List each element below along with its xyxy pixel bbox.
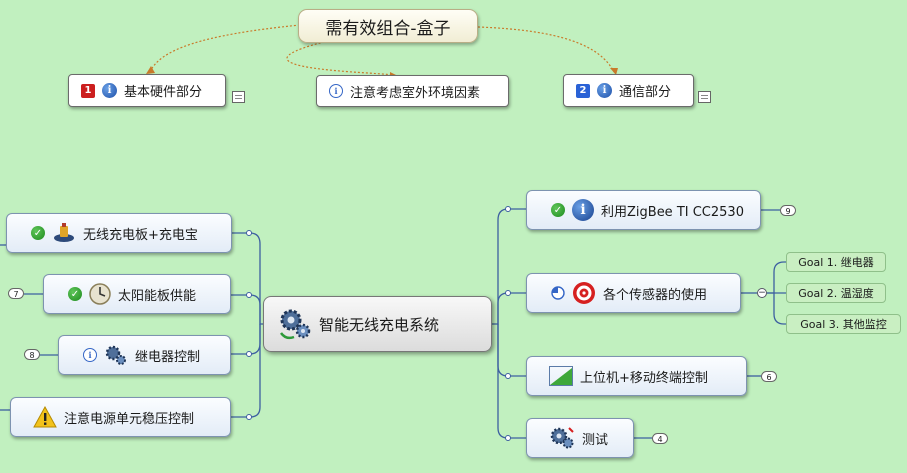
goal-relay[interactable]: Goal 1. 继电器	[786, 252, 886, 272]
topic-testing[interactable]: 测试	[526, 418, 634, 458]
subtopic-count-badge[interactable]: 9	[780, 205, 796, 216]
topic-solar-power[interactable]: ✓ 太阳能板供能	[43, 274, 231, 314]
topic-relay-control[interactable]: i 继电器控制	[58, 335, 231, 375]
priority-1-icon: 1	[81, 83, 95, 98]
topic-power-regulation[interactable]: 注意电源单元稳压控制	[10, 397, 231, 437]
relation-arrow-env	[286, 37, 393, 76]
check-icon: ✓	[551, 203, 565, 217]
info-icon: i	[102, 83, 117, 98]
topic-host-mobile-control[interactable]: 上位机+移动终端控制	[526, 356, 747, 396]
collapse-toggle[interactable]: −	[757, 288, 767, 298]
priority-2-icon: 2	[576, 83, 590, 98]
check-icon: ✓	[68, 287, 82, 301]
relation-arrow-comm	[477, 26, 615, 73]
target-icon	[573, 282, 595, 304]
mindmap-title-label: 需有效组合-盒子	[325, 18, 451, 39]
info-icon: i	[597, 83, 612, 98]
floating-topic-hardware[interactable]: 1 i 基本硬件部分	[68, 74, 226, 107]
note-icon[interactable]	[698, 91, 711, 103]
subtopic-count-badge[interactable]: 6	[761, 371, 777, 382]
goal-label: Goal 2. 温湿度	[798, 287, 874, 300]
branch-line-right	[492, 208, 526, 325]
gears-icon	[105, 345, 126, 365]
branch-line-left	[232, 232, 263, 325]
clock-icon	[89, 283, 111, 305]
info-icon: i	[572, 199, 594, 221]
gears-icon	[279, 309, 311, 340]
warning-icon	[33, 406, 57, 428]
topic-label: 注意电源单元稳压控制	[64, 411, 195, 427]
info-icon: i	[83, 348, 97, 362]
goal-temperature-humidity[interactable]: Goal 2. 温湿度	[786, 283, 886, 303]
topic-zigbee[interactable]: ✓ i 利用ZigBee TI CC2530	[526, 190, 761, 230]
floating-topic-label: 注意考虑室外环境因素	[350, 85, 481, 101]
subtopic-count-badge[interactable]: 8	[24, 349, 40, 360]
note-icon[interactable]	[232, 91, 245, 103]
check-icon: ✓	[31, 226, 45, 240]
topic-label: 测试	[582, 432, 609, 448]
subtopic-count-badge[interactable]: 4	[652, 433, 668, 444]
goal-label: Goal 3. 其他监控	[800, 318, 887, 331]
floating-topic-label: 通信部分	[619, 85, 672, 100]
mindmap-title[interactable]: 需有效组合-盒子	[298, 9, 478, 43]
central-topic-label: 智能无线充电系统	[319, 315, 440, 334]
topic-wireless-charger[interactable]: ✓ 无线充电板+充电宝	[6, 213, 232, 253]
goal-label: Goal 1. 继电器	[798, 256, 874, 269]
topic-sensors[interactable]: 各个传感器的使用	[526, 273, 741, 313]
subtopic-count-badge[interactable]: 7	[8, 288, 24, 299]
goal-other-monitoring[interactable]: Goal 3. 其他监控	[786, 314, 901, 334]
topic-label: 利用ZigBee TI CC2530	[601, 204, 744, 220]
floating-topic-comm[interactable]: 2 i 通信部分	[563, 74, 694, 107]
topic-label: 继电器控制	[135, 349, 201, 365]
gears-icon	[550, 427, 574, 449]
floating-topic-env[interactable]: i 注意考虑室外环境因素	[316, 75, 509, 107]
topic-label: 各个传感器的使用	[603, 287, 708, 303]
charger-icon	[54, 223, 74, 242]
floating-topic-label: 基本硬件部分	[124, 85, 203, 100]
relation-arrow-hardware	[149, 24, 301, 73]
topic-label: 太阳能板供能	[118, 288, 197, 304]
info-icon: i	[329, 84, 343, 98]
topic-label: 上位机+移动终端控制	[580, 370, 708, 386]
central-topic[interactable]: 智能无线充电系统	[263, 296, 492, 352]
chart-icon	[549, 366, 573, 386]
progress-quarter-icon	[551, 286, 565, 300]
topic-label: 无线充电板+充电宝	[83, 227, 198, 243]
